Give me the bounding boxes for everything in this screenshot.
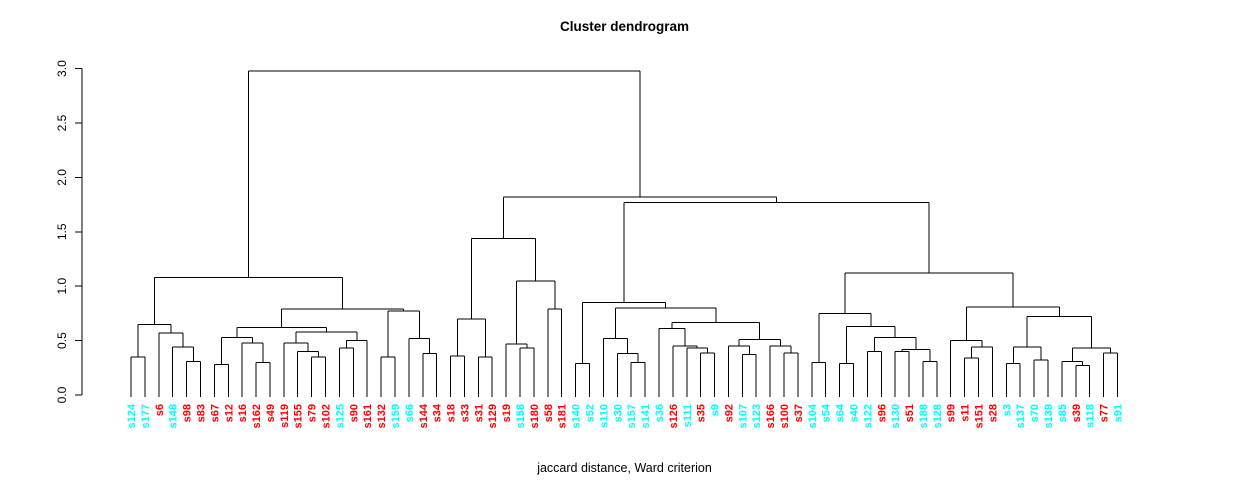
leaf-label-s118: s118: [1085, 404, 1097, 428]
leaf-label-s107: s107: [737, 404, 749, 428]
leaf-label-s33: s33: [460, 404, 472, 422]
leaf-label-s119: s119: [279, 404, 291, 428]
leaf-label-s104: s104: [807, 403, 819, 428]
leaf-label-s139: s139: [1043, 404, 1055, 428]
leaf-label-s3: s3: [1001, 404, 1013, 416]
chart-caption: jaccard distance, Ward criterion: [537, 461, 712, 475]
leaf-label-s91: s91: [1113, 404, 1125, 422]
leaf-label-s110: s110: [598, 404, 610, 428]
leaf-label-s67: s67: [209, 404, 221, 422]
leaf-label-s140: s140: [571, 404, 583, 428]
leaf-label-s122: s122: [862, 404, 874, 428]
leaf-label-s18: s18: [446, 404, 458, 422]
leaf-label-s90: s90: [348, 404, 360, 422]
leaf-label-s11: s11: [960, 404, 972, 422]
leaf-label-s30: s30: [612, 404, 624, 422]
y-tick-label: 1.0: [55, 278, 69, 295]
leaf-label-s137: s137: [1015, 404, 1027, 428]
leaf-label-s6: s6: [154, 404, 166, 416]
y-axis: [75, 68, 83, 396]
leaf-label-s123: s123: [751, 404, 763, 428]
leaf-label-s188: s188: [918, 404, 930, 428]
leaf-label-s100: s100: [779, 404, 791, 428]
leaf-label-s58: s58: [543, 404, 555, 422]
leaf-label-s181: s181: [557, 404, 569, 428]
leaf-label-s132: s132: [376, 404, 388, 428]
leaf-label-s180: s180: [529, 404, 541, 428]
leaf-label-s144: s144: [418, 403, 430, 428]
leaf-label-s102: s102: [321, 404, 333, 428]
leaf-label-s159: s159: [390, 404, 402, 428]
leaf-label-s16: s16: [237, 404, 249, 422]
leaf-label-s92: s92: [723, 404, 735, 422]
leaf-label-s151: s151: [974, 404, 986, 428]
leaf-label-s96: s96: [876, 404, 888, 422]
leaf-label-s39: s39: [1071, 404, 1083, 422]
leaf-label-s70: s70: [1029, 404, 1041, 422]
leaf-label-s51: s51: [904, 404, 916, 422]
leaf-label-s52: s52: [585, 404, 597, 422]
y-tick-label: 0.5: [55, 332, 69, 349]
leaf-label-s40: s40: [849, 404, 861, 422]
leaf-label-s66: s66: [404, 404, 416, 422]
leaf-label-s162: s162: [251, 404, 263, 428]
leaf-label-s129: s129: [487, 404, 499, 428]
leaf-label-s85: s85: [1057, 404, 1069, 422]
leaf-label-s34: s34: [432, 403, 444, 422]
leaf-label-s166: s166: [765, 404, 777, 428]
leaf-label-s130: s130: [890, 404, 902, 428]
leaf-label-s124: s124: [126, 403, 138, 428]
leaf-label-s158: s158: [515, 404, 527, 428]
leaf-label-s19: s19: [501, 404, 513, 422]
leaf-label-s28: s28: [987, 404, 999, 422]
leaf-label-s36: s36: [654, 404, 666, 422]
leaf-label-s77: s77: [1099, 404, 1111, 422]
leaf-label-s98: s98: [182, 404, 194, 422]
leaf-label-s49: s49: [265, 404, 277, 422]
leaf-label-s79: s79: [307, 404, 319, 422]
y-tick-label: 1.5: [55, 223, 69, 240]
leaf-label-s128: s128: [932, 404, 944, 428]
leaf-label-s37: s37: [793, 404, 805, 422]
leaf-label-s177: s177: [140, 404, 152, 428]
y-tick-label: 2.0: [55, 169, 69, 186]
y-tick-label: 0.0: [55, 386, 69, 403]
leaf-label-s83: s83: [196, 404, 208, 422]
leaf-label-s9: s9: [710, 404, 722, 416]
chart-title: Cluster dendrogram: [559, 19, 690, 34]
leaf-label-s31: s31: [473, 404, 485, 422]
leaf-label-s157: s157: [626, 404, 638, 428]
leaf-label-s148: s148: [168, 404, 180, 428]
dendrogram-branches: [130, 70, 1118, 397]
leaf-label-s64: s64: [835, 403, 847, 422]
leaf-label-s126: s126: [668, 404, 680, 428]
leaf-label-s54: s54: [821, 403, 833, 422]
y-tick-label: 2.5: [55, 114, 69, 131]
leaf-label-s155: s155: [293, 404, 305, 428]
leaf-label-s111: s111: [682, 404, 694, 427]
leaf-label-s161: s161: [362, 404, 374, 428]
leaf-label-s125: s125: [334, 404, 346, 428]
leaf-label-s141: s141: [640, 404, 652, 428]
leaf-label-s12: s12: [223, 404, 235, 422]
leaf-label-s35: s35: [696, 404, 708, 422]
leaf-label-s99: s99: [946, 404, 958, 422]
y-tick-label: 3.0: [55, 60, 69, 77]
